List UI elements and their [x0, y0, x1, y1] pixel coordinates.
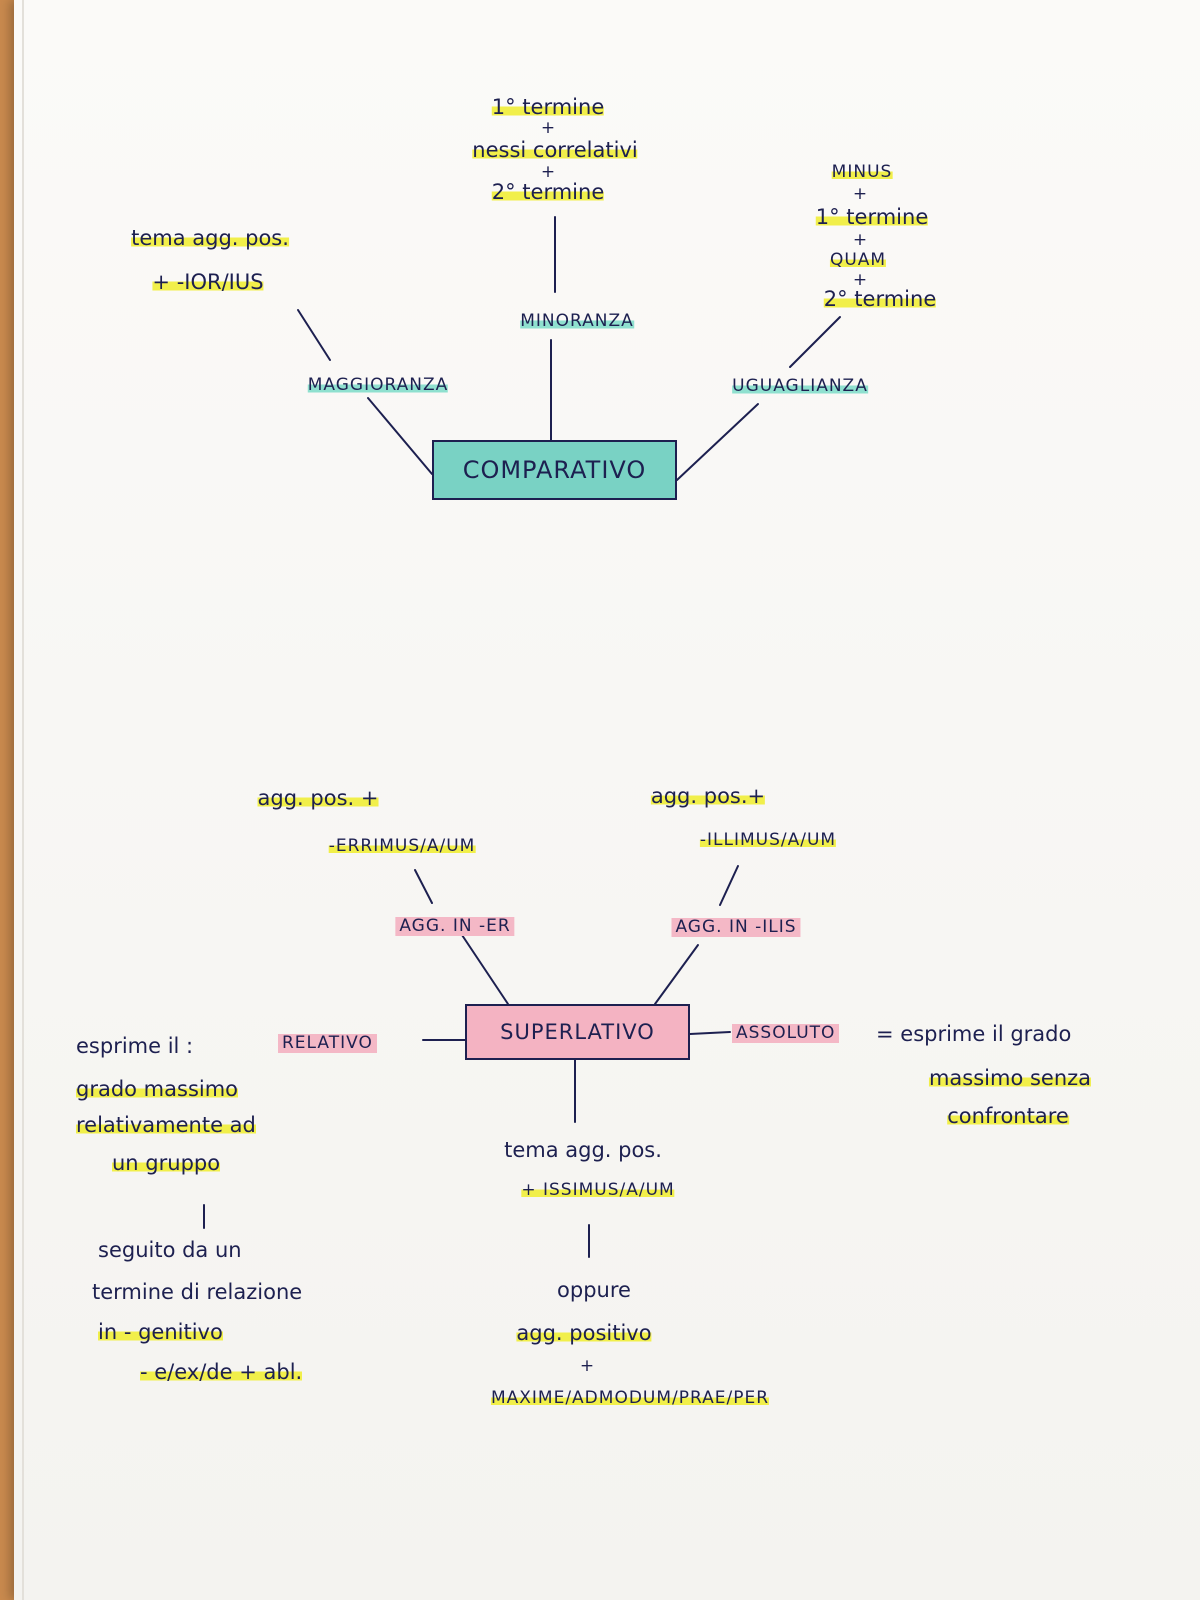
agg-ilis-label: AGG. IN -ILIS: [671, 918, 801, 937]
assoluto-desc-line1: = esprime il grado: [876, 1022, 1072, 1046]
line-ilis-rule: [719, 865, 739, 906]
relativo-desc-line4: un gruppo: [112, 1151, 221, 1175]
base-oppure: oppure: [557, 1278, 631, 1302]
uguaglianza-rule-line4: 2° termine: [823, 287, 937, 311]
uguaglianza-plus3: +: [852, 270, 868, 290]
relativo-followed-line1: seguito da un: [98, 1238, 242, 1262]
minoranza-label: MINORANZA: [520, 311, 634, 331]
uguaglianza-plus1: +: [852, 184, 868, 204]
relativo-desc-line3: relativamente ad: [76, 1113, 256, 1137]
relativo-followed-line2: termine di relazione: [92, 1280, 303, 1304]
base-alt-plus: +: [579, 1356, 595, 1376]
base-alt-line2: MAXIME/ADMODUM/PRAE/PER: [490, 1388, 770, 1408]
agg-er-rule-line1: agg. pos. +: [257, 786, 379, 810]
line-sup-er: [461, 934, 509, 1005]
uguaglianza-rule-line2: 1° termine: [815, 205, 929, 229]
agg-ilis-rule-line1: agg. pos.+: [650, 784, 766, 808]
line-er-rule: [414, 869, 433, 904]
minoranza-rule-line3: 2° termine: [491, 180, 605, 204]
uguaglianza-rule-line3: QUAM: [829, 250, 887, 270]
assoluto-desc-line3: confrontare: [947, 1104, 1069, 1128]
line-comp-maggioranza: [367, 397, 433, 475]
superlativo-title: SUPERLATIVO: [500, 1020, 655, 1044]
minoranza-plus1: +: [540, 118, 556, 138]
uguaglianza-rule-line1: MINUS: [831, 162, 893, 182]
uguaglianza-plus2: +: [852, 230, 868, 250]
line-comp-uguaglianza: [676, 403, 759, 481]
minoranza-plus2: +: [540, 162, 556, 182]
superlativo-box: SUPERLATIVO: [465, 1004, 690, 1060]
relativo-followed-line4: - e/ex/de + abl.: [140, 1360, 303, 1384]
maggioranza-rule-line1: tema agg. pos.: [131, 226, 289, 250]
line-sup-assoluto: [689, 1031, 731, 1035]
minoranza-rule-line2: nessi correlativi: [472, 138, 638, 162]
line-sup-ilis: [654, 944, 699, 1005]
agg-er-label: AGG. IN -ER: [395, 917, 515, 936]
minoranza-rule-line1: 1° termine: [491, 95, 605, 119]
comparativo-title: COMPARATIVO: [462, 456, 647, 484]
relativo-desc-line1: esprime il :: [76, 1034, 194, 1058]
assoluto-label: ASSOLUTO: [732, 1024, 840, 1043]
line-uguaglianza-rule: [789, 316, 841, 368]
relativo-followed-line3: in - genitivo: [98, 1320, 223, 1344]
uguaglianza-label: UGUAGLIANZA: [732, 376, 868, 396]
base-alt-line1: agg. positivo: [516, 1321, 652, 1345]
maggioranza-label: MAGGIORANZA: [307, 375, 449, 395]
agg-ilis-rule-line2: -ILLIMUS/A/UM: [699, 830, 837, 850]
maggioranza-rule-line2: + -IOR/IUS: [152, 270, 264, 294]
agg-er-rule-line2: -ERRIMUS/A/UM: [328, 836, 476, 856]
relativo-label: RELATIVO: [278, 1034, 377, 1053]
page-edge: [22, 0, 24, 1600]
base-rule-line1: tema agg. pos.: [504, 1138, 662, 1162]
comparativo-box: COMPARATIVO: [432, 440, 677, 500]
line-maggioranza-rule: [297, 309, 331, 361]
assoluto-desc-line2: massimo senza: [928, 1066, 1092, 1090]
relativo-desc-line2: grado massimo: [76, 1077, 239, 1101]
base-rule-line2: + ISSIMUS/A/UM: [521, 1180, 675, 1200]
